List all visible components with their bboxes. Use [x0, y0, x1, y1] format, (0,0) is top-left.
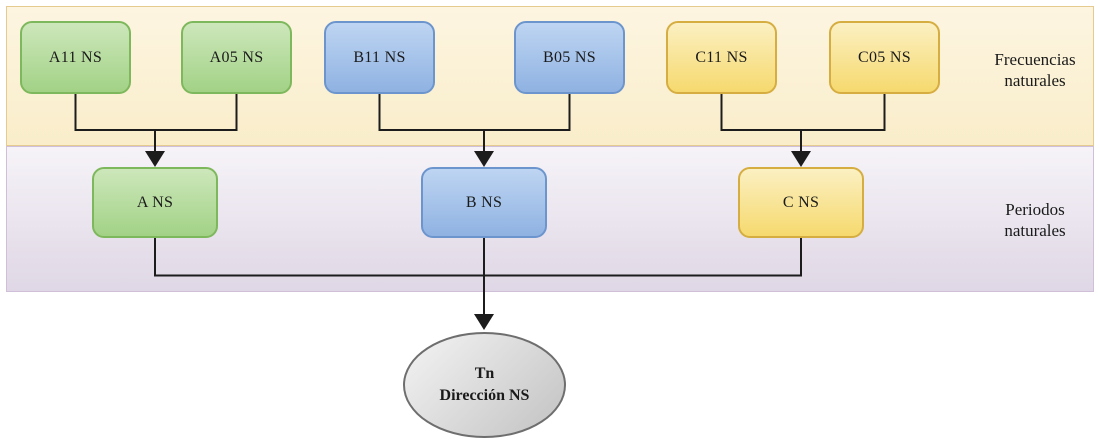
terminal-label-line1: Tn	[474, 365, 495, 382]
node-a05-ns: A05 NS	[181, 21, 292, 94]
node-label: C05 NS	[858, 48, 911, 66]
node-label: A NS	[136, 193, 174, 211]
band-label-frecuencias-naturales: Frecuencias naturales	[970, 49, 1100, 91]
node-label: C11 NS	[695, 48, 748, 66]
band-label-line: Periodos	[1005, 200, 1065, 219]
band-label-line: Frecuencias	[994, 50, 1076, 69]
node-label: B NS	[465, 193, 503, 211]
terminal-label-line2: Dirección NS	[439, 387, 530, 404]
node-b-ns: B NS	[421, 167, 547, 238]
node-label: A05 NS	[209, 48, 264, 66]
node-b11-ns: B11 NS	[324, 21, 435, 94]
terminal-ellipse-tn-direccion-ns: Tn Dirección NS	[403, 332, 566, 438]
arrowhead-terminal	[474, 314, 494, 330]
band-label-periodos-naturales: Periodos naturales	[970, 199, 1100, 241]
band-label-line: naturales	[1004, 71, 1066, 90]
node-a11-ns: A11 NS	[20, 21, 131, 94]
node-a-ns: A NS	[92, 167, 218, 238]
node-label: C NS	[782, 193, 820, 211]
node-c11-ns: C11 NS	[666, 21, 777, 94]
node-label: B11 NS	[353, 48, 406, 66]
node-label: A11 NS	[48, 48, 103, 66]
node-label: B05 NS	[543, 48, 596, 66]
node-b05-ns: B05 NS	[514, 21, 625, 94]
node-c-ns: C NS	[738, 167, 864, 238]
node-c05-ns: C05 NS	[829, 21, 940, 94]
band-label-line: naturales	[1004, 221, 1066, 240]
